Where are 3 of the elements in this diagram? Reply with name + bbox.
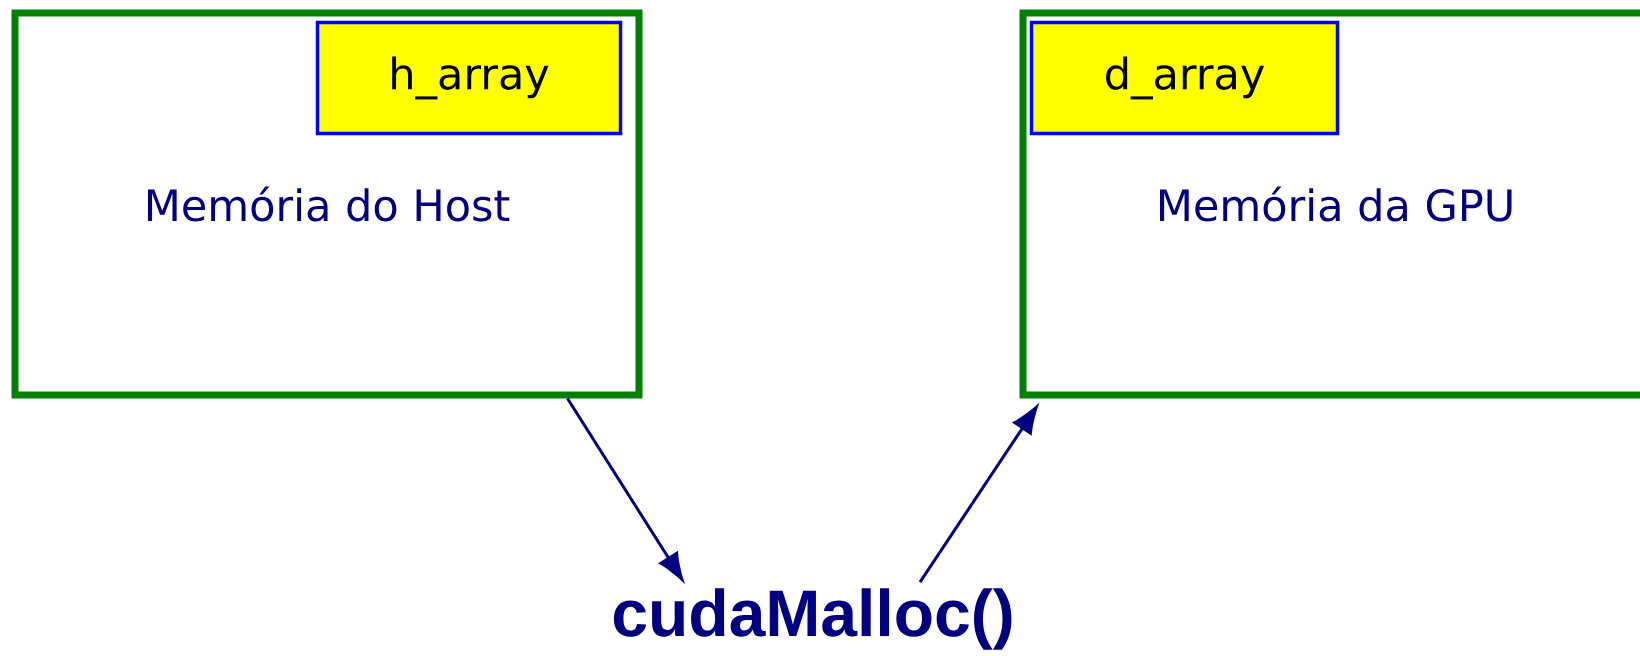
array-box: h_array (315, 20, 623, 136)
function-label: cudaMalloc() (613, 588, 1012, 650)
array-box: d_array (1029, 20, 1340, 136)
